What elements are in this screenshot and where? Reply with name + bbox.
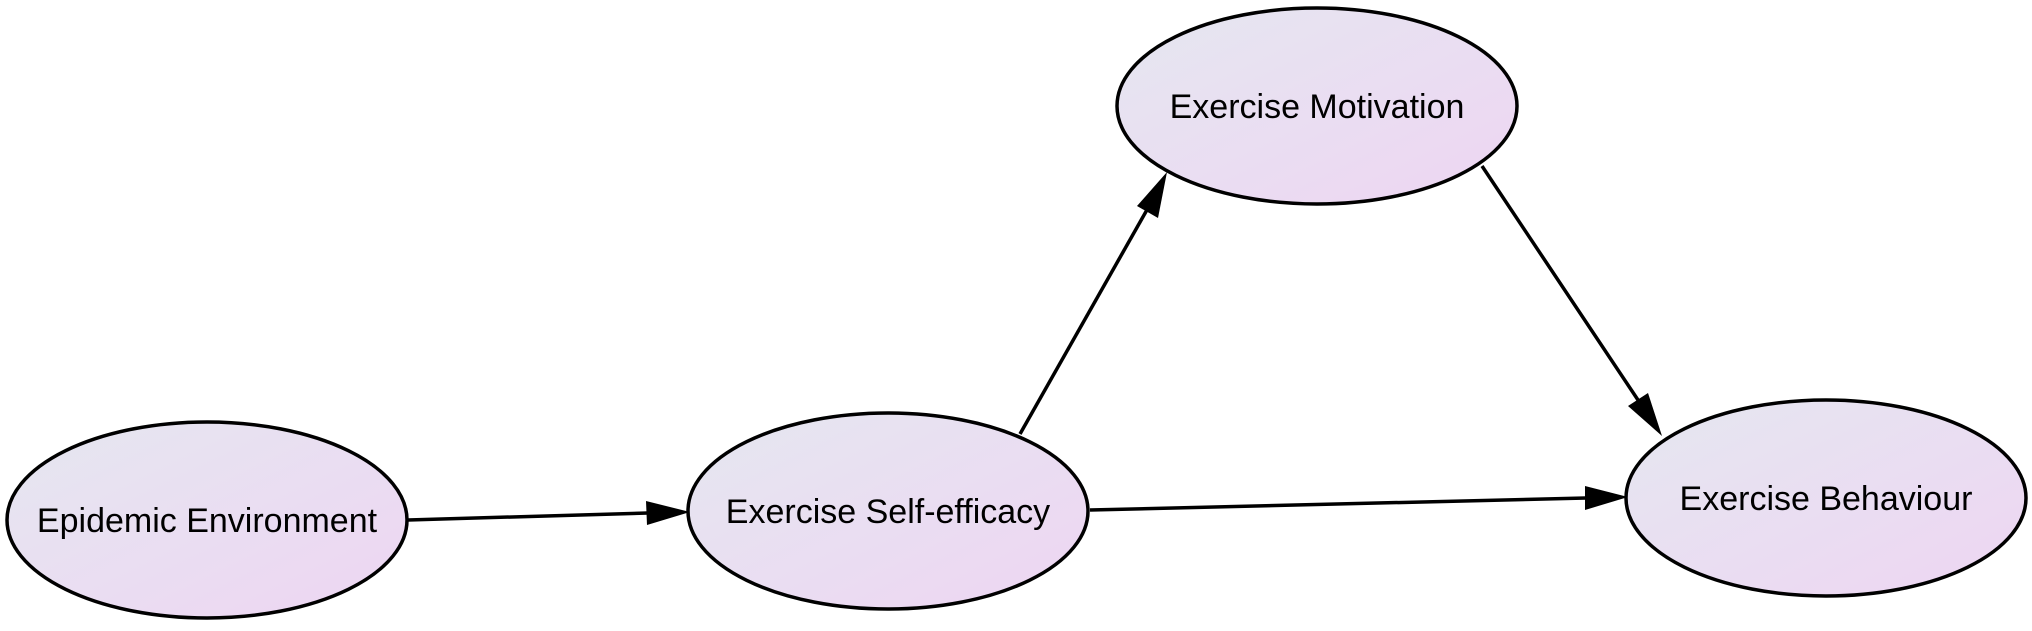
edge-epidemic-to-self-efficacy [407, 501, 690, 525]
edge-motivation-to-behaviour [1480, 165, 1662, 436]
arrowhead-icon [646, 501, 690, 525]
node-exercise-self-efficacy: Exercise Self-efficacy [686, 411, 1090, 611]
edge-self-efficacy-to-motivation [1018, 172, 1167, 435]
node-exercise-motivation: Exercise Motivation [1115, 6, 1519, 206]
node-label: Exercise Behaviour [1680, 480, 1973, 518]
node-label: Exercise Self-efficacy [726, 493, 1050, 531]
edge-self-efficacy-to-behaviour [1089, 486, 1628, 512]
node-label: Exercise Motivation [1170, 88, 1465, 126]
arrowhead-icon [1585, 486, 1628, 510]
node-exercise-behaviour: Exercise Behaviour [1624, 398, 2028, 598]
arrowhead-icon [1137, 172, 1167, 218]
node-label: Epidemic Environment [37, 502, 378, 540]
node-epidemic-environment: Epidemic Environment [5, 420, 409, 620]
arrowhead-icon [1628, 393, 1662, 436]
